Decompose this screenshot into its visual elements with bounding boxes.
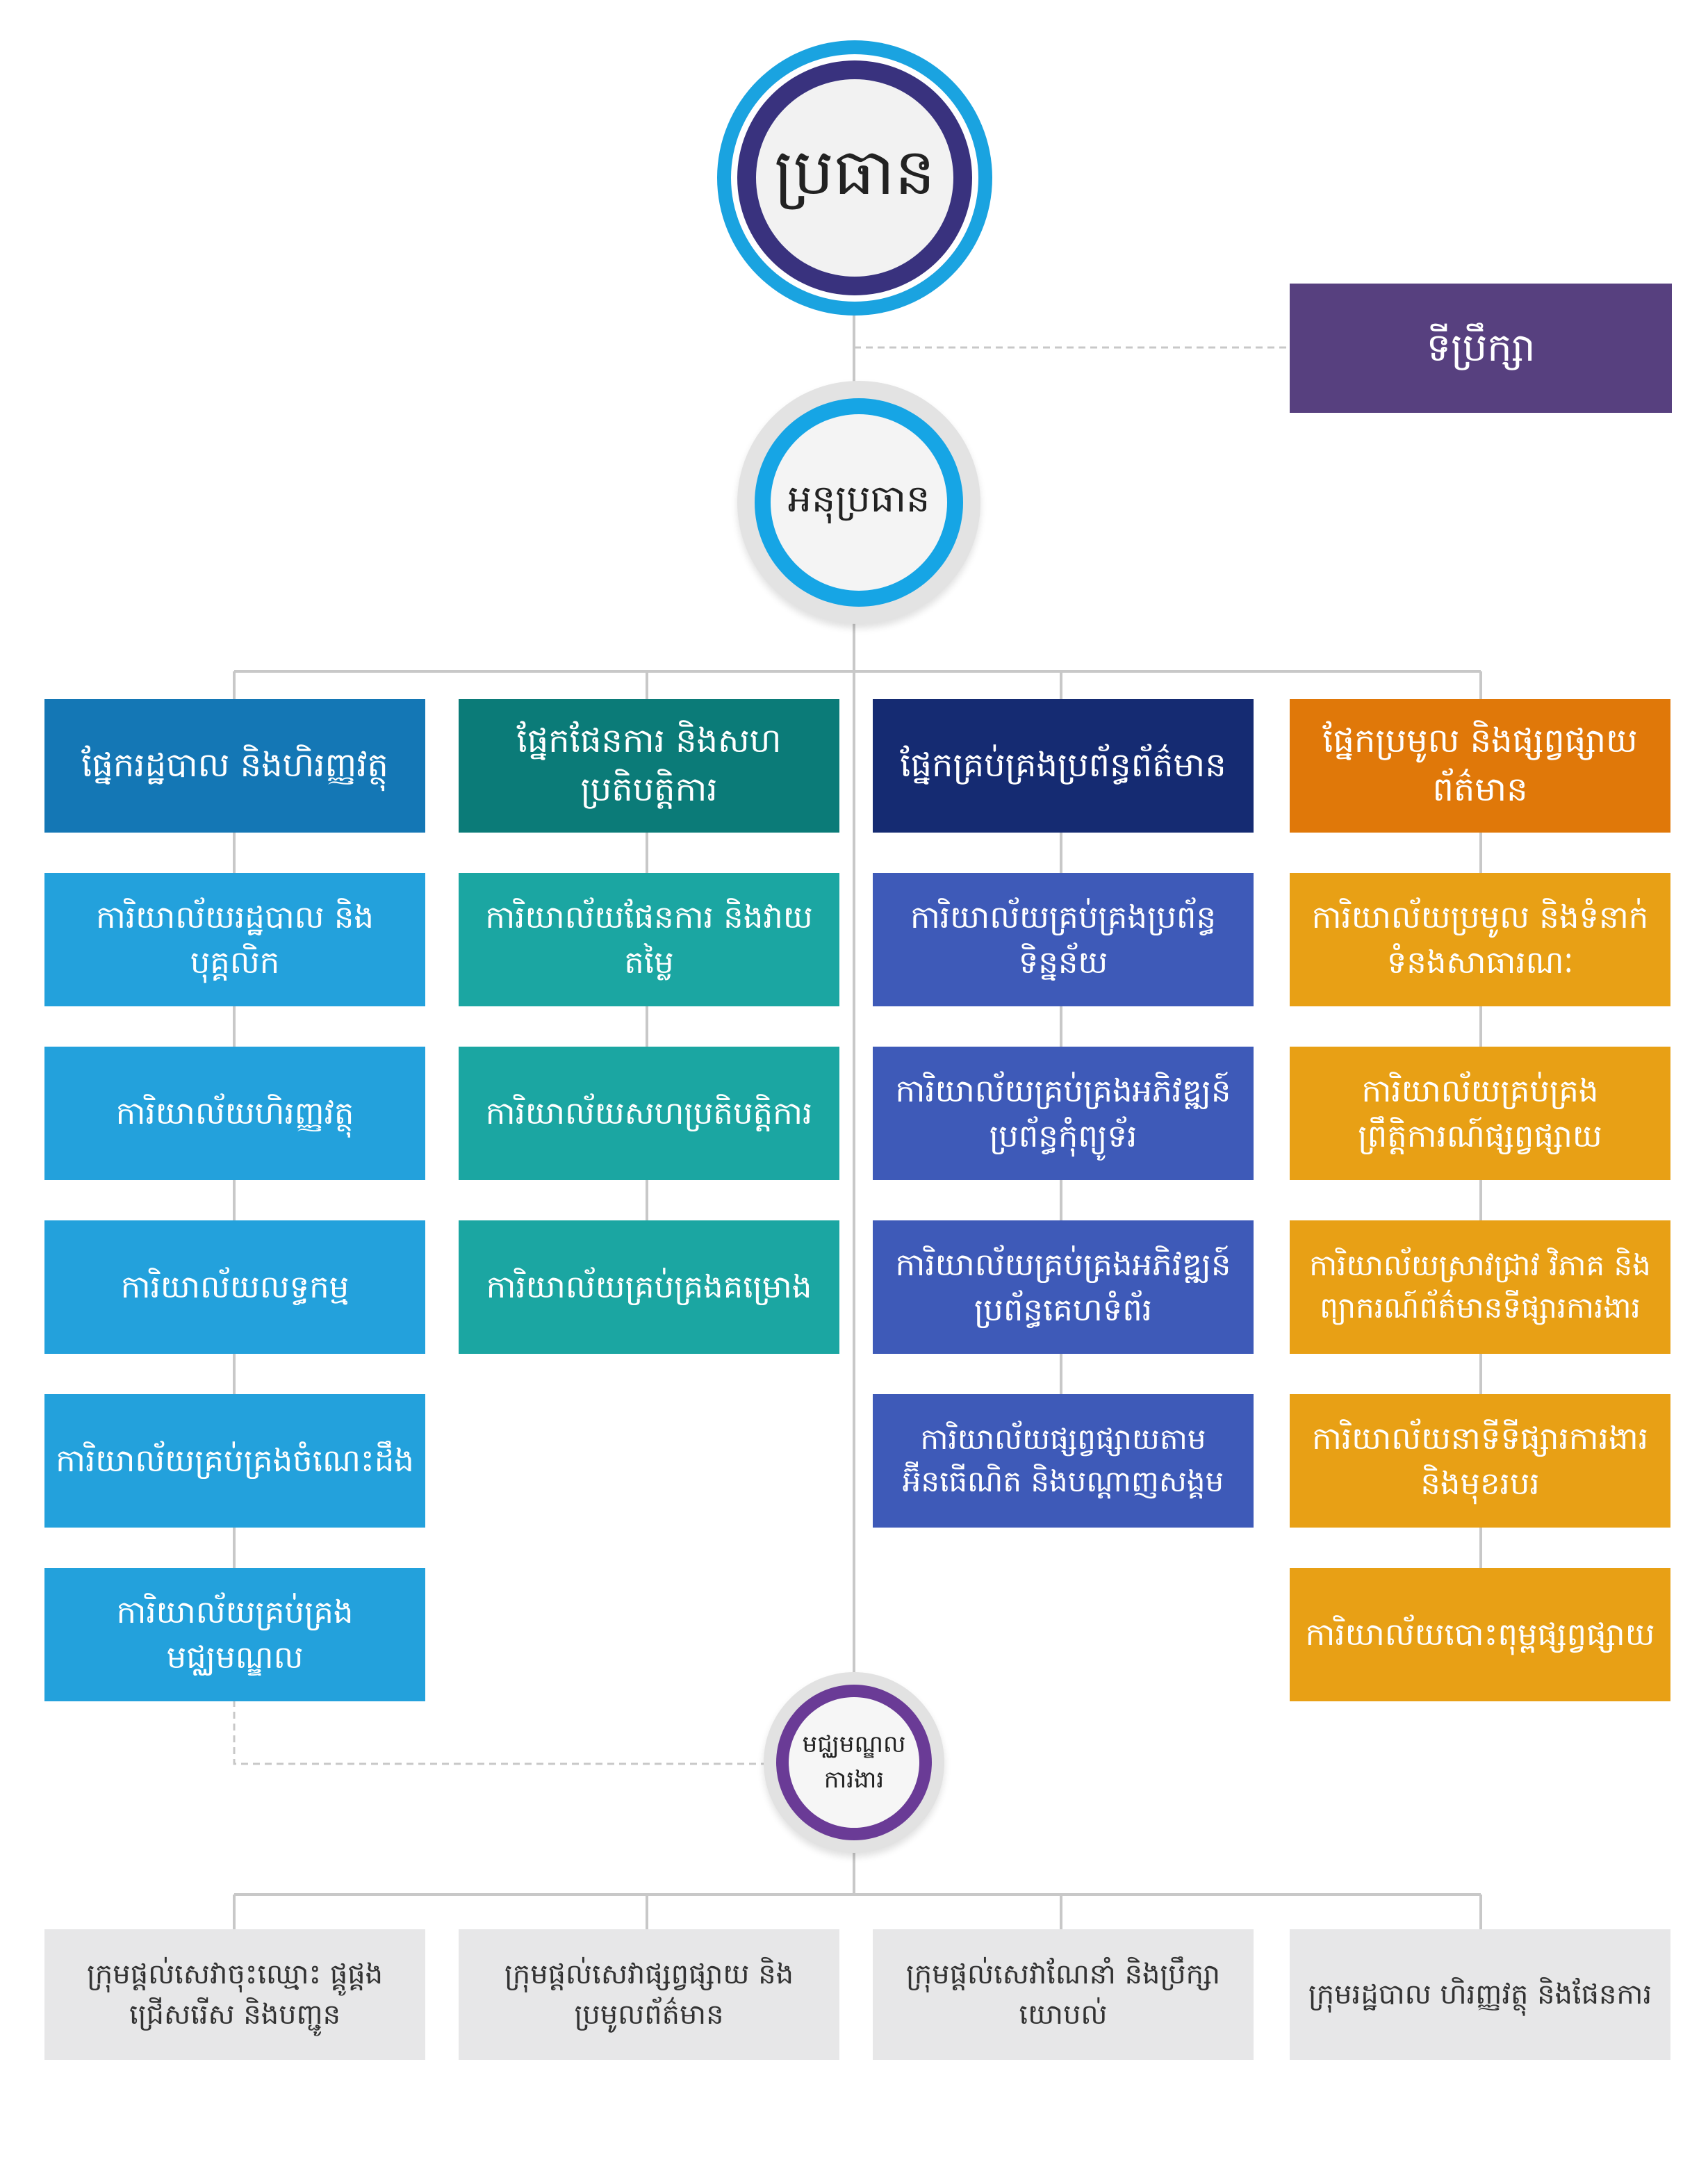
office-box: ការិយាល័យស្រាវជ្រាវ វិភាគ និងព្យាករណ៍ព័ត… <box>1290 1220 1670 1354</box>
office-box: ការិយាល័យហិរញ្ញវត្ថុ <box>44 1047 425 1180</box>
job-center-dashed-line <box>233 1700 778 1765</box>
service-group-box: ក្រុមផ្តល់សេវាចុះឈ្មោះ ផ្គូផ្គង ជ្រើសរើស… <box>44 1929 425 2060</box>
department-information-systems: ផ្នែកគ្រប់គ្រងប្រព័ន្ធព័ត៌មាន <box>873 699 1254 833</box>
vice-chairman-label: អនុប្រធាន <box>787 476 930 521</box>
office-box: ការិយាល័យគ្រប់គ្រងព្រឹត្តិការណ៍ផ្សព្វផ្ស… <box>1290 1047 1670 1180</box>
service-group-label: ក្រុមផ្តល់សេវាចុះឈ្មោះ ផ្គូផ្គង ជ្រើសរើស… <box>87 1958 383 2031</box>
service-group-box: ក្រុមរដ្ឋបាល ហិរញ្ញវត្ថុ និងផែនការ <box>1290 1929 1670 2060</box>
service-group-label: ក្រុមផ្តល់សេវាផ្សព្វផ្សាយ និងប្រមូលព័ត៌ម… <box>504 1958 794 2031</box>
job-center-node: មជ្ឈមណ្ឌលការងារ <box>764 1672 944 1853</box>
office-box: ការិយាល័យគ្រប់គ្រងមជ្ឈមណ្ឌល <box>44 1568 425 1701</box>
chairman-node: ប្រធាន <box>717 40 992 316</box>
office-label: ការិយាល័យសហប្រតិបត្តិការ <box>485 1095 813 1132</box>
office-label: ការិយាល័យគ្រប់គ្រងអភិវឌ្ឍន៍ប្រព័ន្ធកុំព្… <box>895 1072 1231 1154</box>
office-label: ការិយាល័យប្រមូល និងទំនាក់ទំនងសាធារណៈ <box>1311 898 1649 981</box>
office-box: ការិយាល័យលទ្ធកម្ម <box>44 1220 425 1354</box>
office-label: ការិយាល័យផែនការ និងវាយតម្លៃ <box>485 898 813 981</box>
office-box: ការិយាល័យគ្រប់គ្រងអភិវឌ្ឍន៍ប្រព័ន្ធគេហទំ… <box>873 1220 1254 1354</box>
chairman-label: ប្រធាន <box>774 134 935 209</box>
department-label: ផ្នែកផែនការ និងសហប្រតិបត្តិការ <box>516 721 782 809</box>
advisor-label: ទីប្រឹក្សា <box>1426 325 1536 371</box>
advisor-box: ទីប្រឹក្សា <box>1290 284 1672 413</box>
department-admin-finance: ផ្នែករដ្ឋបាល និងហិរញ្ញវត្ថុ <box>44 699 425 833</box>
office-label: ការិយាល័យបោះពុម្ពផ្សព្វផ្សាយ <box>1305 1616 1655 1653</box>
office-box: ការិយាល័យគ្រប់គ្រងចំណេះដឹង <box>44 1394 425 1528</box>
department-label: ផ្នែករដ្ឋបាល និងហិរញ្ញវត្ថុ <box>81 746 388 785</box>
office-label: ការិយាល័យលទ្ធកម្ម <box>120 1268 350 1306</box>
department-label: ផ្នែកប្រមូល និងផ្សព្វផ្សាយព័ត៌មាន <box>1322 721 1638 809</box>
office-label: ការិយាល័យគ្រប់គ្រងព្រឹត្តិការណ៍ផ្សព្វផ្ស… <box>1358 1072 1602 1154</box>
department-planning-cooperation: ផ្នែកផែនការ និងសហប្រតិបត្តិការ <box>459 699 839 833</box>
office-box: ការិយាល័យផែនការ និងវាយតម្លៃ <box>459 873 839 1006</box>
service-group-box: ក្រុមផ្តល់សេវាផ្សព្វផ្សាយ និងប្រមូលព័ត៌ម… <box>459 1929 839 2060</box>
office-label: ការិយាល័យរដ្ឋបាល និងបុគ្គលិក <box>96 898 374 981</box>
office-label: ការិយាល័យគ្រប់គ្រងចំណេះដឹង <box>56 1442 414 1480</box>
office-label: ការិយាល័យផ្សព្វផ្សាយតាមអ៊ីនធើណិត និងបណ្ត… <box>902 1422 1224 1498</box>
department-label: ផ្នែកគ្រប់គ្រងប្រព័ន្ធព័ត៌មាន <box>900 746 1226 785</box>
office-box: ការិយាល័យសហប្រតិបត្តិការ <box>459 1047 839 1180</box>
office-label: ការិយាល័យនាទីទីផ្សារការងារ និងមុខរបរ <box>1311 1419 1649 1502</box>
office-label: ការិយាល័យគ្រប់គ្រងមជ្ឈមណ្ឌល <box>116 1593 354 1676</box>
office-box: ការិយាល័យគ្រប់គ្រងអភិវឌ្ឍន៍ប្រព័ន្ធកុំព្… <box>873 1047 1254 1180</box>
vice-chairman-node: អនុប្រធាន <box>737 381 980 624</box>
office-label: ការិយាល័យស្រាវជ្រាវ វិភាគ និងព្យាករណ៍ព័ត… <box>1309 1248 1651 1325</box>
service-group-box: ក្រុមផ្តល់សេវាណែនាំ និងប្រឹក្សាយោបល់ <box>873 1929 1254 2060</box>
office-box: ការិយាល័យនាទីទីផ្សារការងារ និងមុខរបរ <box>1290 1394 1670 1528</box>
office-box: ការិយាល័យបោះពុម្ពផ្សព្វផ្សាយ <box>1290 1568 1670 1701</box>
office-label: ការិយាល័យគ្រប់គ្រងប្រព័ន្ធទិន្នន័យ <box>910 898 1217 981</box>
department-collection-dissemination: ផ្នែកប្រមូល និងផ្សព្វផ្សាយព័ត៌មាន <box>1290 699 1670 833</box>
service-group-label: ក្រុមផ្តល់សេវាណែនាំ និងប្រឹក្សាយោបល់ <box>905 1958 1221 2031</box>
office-box: ការិយាល័យរដ្ឋបាល និងបុគ្គលិក <box>44 873 425 1006</box>
office-box: ការិយាល័យគ្រប់គ្រងគម្រោង <box>459 1220 839 1354</box>
job-center-label: មជ្ឈមណ្ឌលការងារ <box>802 1731 906 1794</box>
office-label: ការិយាល័យគ្រប់គ្រងអភិវឌ្ឍន៍ប្រព័ន្ធគេហទំ… <box>895 1245 1231 1328</box>
office-box: ការិយាល័យគ្រប់គ្រងប្រព័ន្ធទិន្នន័យ <box>873 873 1254 1006</box>
service-group-label: ក្រុមរដ្ឋបាល ហិរញ្ញវត្ថុ និងផែនការ <box>1308 1979 1652 2011</box>
office-label: ការិយាល័យហិរញ្ញវត្ថុ <box>115 1095 354 1132</box>
office-box: ការិយាល័យផ្សព្វផ្សាយតាមអ៊ីនធើណិត និងបណ្ត… <box>873 1394 1254 1528</box>
office-label: ការិយាល័យគ្រប់គ្រងគម្រោង <box>486 1268 812 1306</box>
office-box: ការិយាល័យប្រមូល និងទំនាក់ទំនងសាធារណៈ <box>1290 873 1670 1006</box>
